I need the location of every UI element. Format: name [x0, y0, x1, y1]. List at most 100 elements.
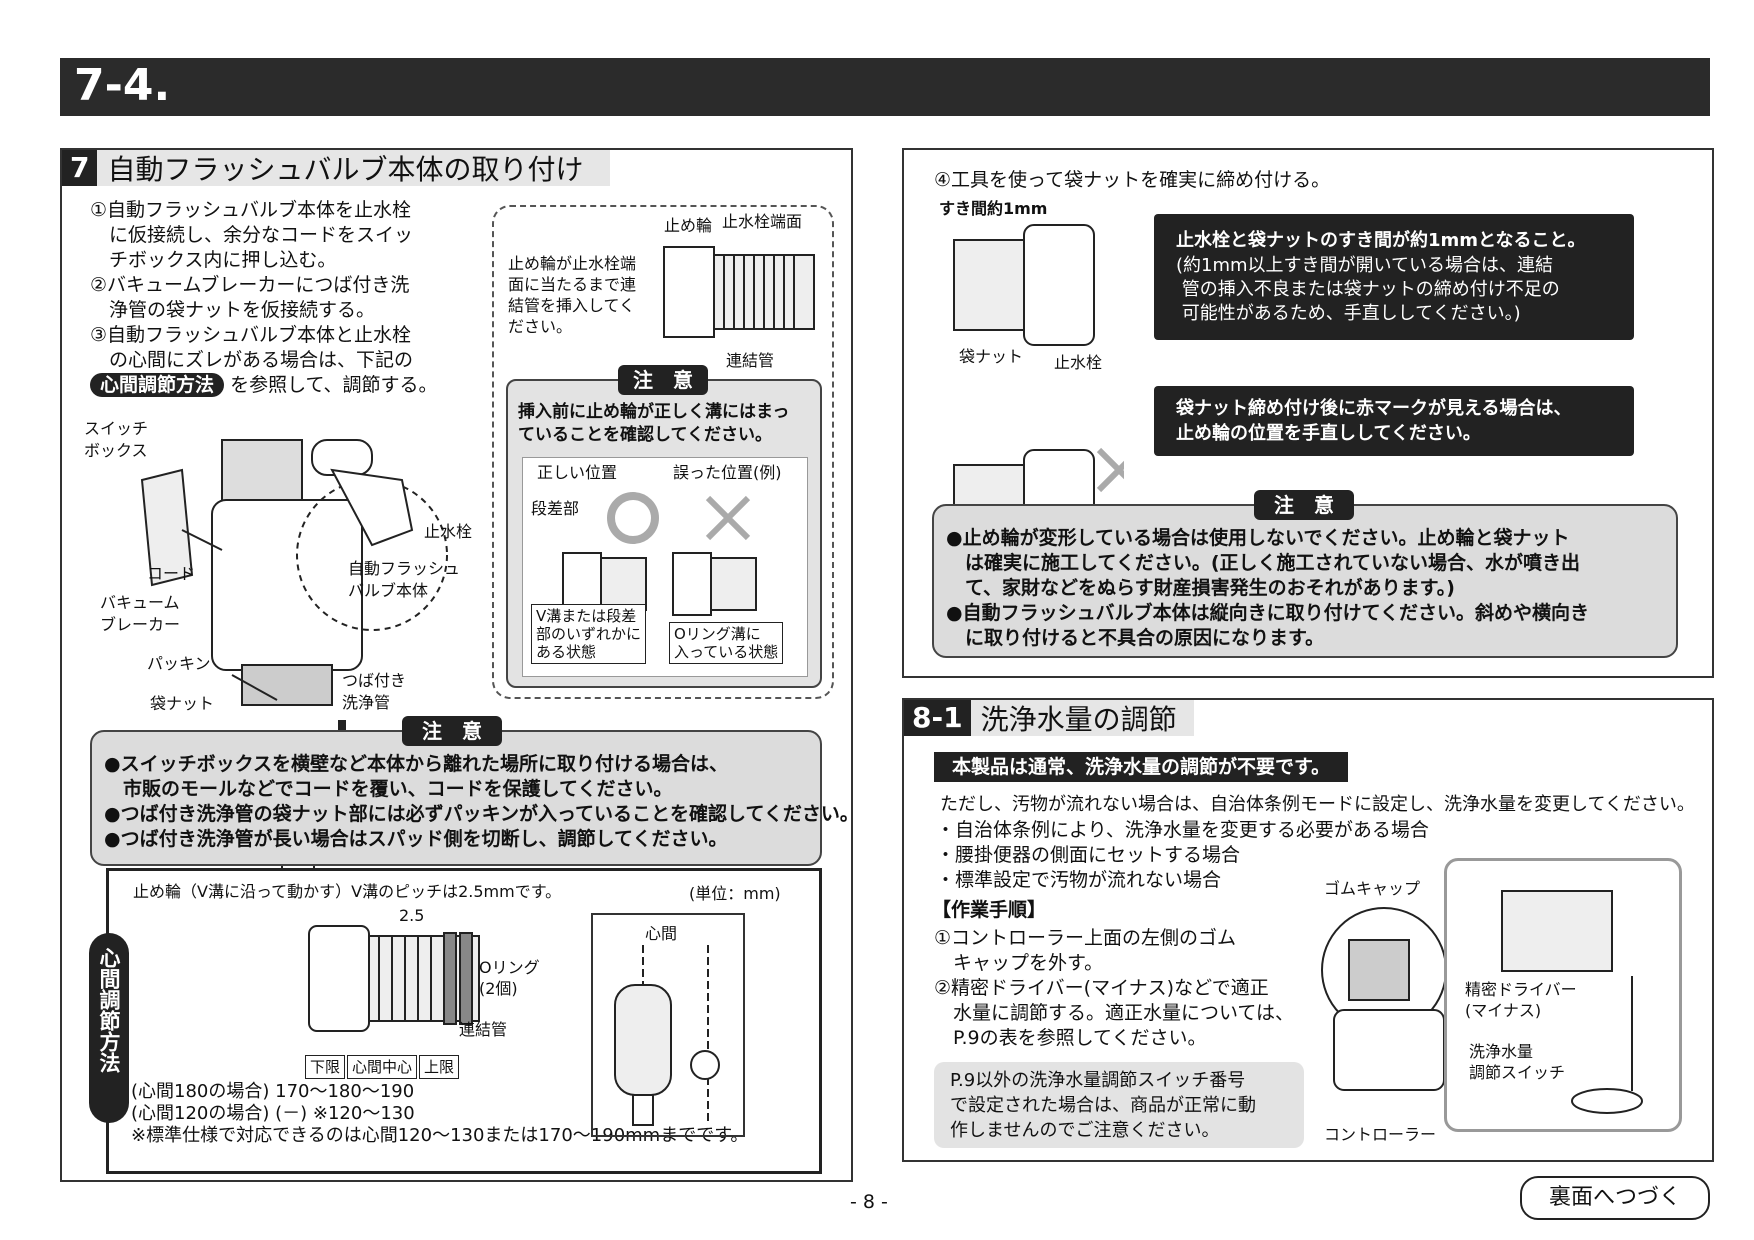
center-label: 心間中心: [347, 1055, 418, 1079]
step-line: ①自動フラッシュバルブ本体を止水栓: [90, 199, 412, 221]
section-7-title: 7 自動フラッシュバルブ本体の取り付け: [62, 150, 610, 186]
row-120: (心間120の場合) (－) ※120～130: [131, 1103, 415, 1124]
pitch-label: 2.5: [399, 906, 425, 925]
no-adjust-banner: 本製品は通常、洗浄水量の調節が不要です。: [934, 752, 1349, 782]
step-line: 浄管の袋ナットを仮接続する。: [90, 299, 376, 321]
controller-label: コントローラー: [1324, 1125, 1437, 1144]
inset-pipe-illustration: [663, 246, 815, 338]
inset-caution: 注 意 挿入前に止め輪が正しく溝にはまっ ていることを確認してください。 正しい…: [506, 365, 822, 688]
caution-line: ●つば付き洗浄管が長い場合はスパッド側を切断し、調節してください。: [104, 828, 728, 850]
nut-illustration: [953, 224, 1124, 550]
procedure-step: ①コントローラー上面の左側のゴム: [934, 927, 1237, 949]
bag-nut-label-right: 袋ナット: [959, 347, 1024, 366]
adjust-footnote: ※標準仕様で対応できるのは心間120～130または170～190mmまでです。: [131, 1125, 749, 1146]
inset-detail: 止め輪が止水栓端 面に当たるまで連 結管を挿入してく ださい。 止め輪 止水栓端…: [492, 205, 834, 699]
caution-tag: 注 意: [402, 716, 502, 746]
red-mark-warning-text: 袋ナット締め付け後に赤マークが見える場合は、 止め輪の位置を手直ししてください。: [1176, 398, 1572, 444]
condition-item: ・自治体条例により、洗浄水量を変更する必要がある場合: [936, 819, 1429, 841]
connector-illustration: [308, 925, 480, 1032]
install-steps: ①自動フラッシュバルブ本体を止水栓 に仮接続し、余分なコードをスイッ チボックス…: [90, 198, 438, 398]
caution-line: ●自動フラッシュバルブ本体は縦向きに取り付けてください。斜めや横向き: [946, 602, 1590, 624]
unit-label: (単位：mm): [689, 884, 781, 903]
section-8-1-title: 8-1 洗浄水量の調節: [904, 700, 1194, 736]
correct-position-label: 正しい位置: [537, 463, 618, 482]
valve-end-label: 止水栓端面: [722, 212, 803, 231]
lower-limit-label: 下限: [305, 1055, 346, 1079]
shinkan-figure: 心間: [591, 913, 745, 1137]
switch-closeup-illustration: [1501, 890, 1643, 1114]
intro-text: ただし、汚物が流れない場合は、自治体条例モードに設定し、洗浄水量を変更してくださ…: [940, 794, 1695, 815]
caution-line: は確実に施工してください。(正しく施工されていない場合、水が噴き出: [946, 552, 1580, 574]
auto-valve-label: 自動フラッシュ バルブ本体: [348, 559, 461, 600]
gap-warning-body: (約1mm以上すき間が開いている場合は、連結 管の挿入不良または袋ナットの締め付…: [1176, 255, 1560, 324]
switch-warning-text: P.9以外の洗浄水量調節スイッチ番号 で設定された場合は、商品が正常に動 作しま…: [950, 1070, 1256, 1141]
caution-line: て、家財などをぬらす財産損害発生のおそれがあります。): [946, 577, 1455, 599]
vacuum-breaker-label: バキューム ブレーカー: [100, 593, 181, 634]
caution-line: ●止め輪が変形している場合は使用しないでください。止め輪と袋ナット: [946, 527, 1570, 549]
procedure-title: 【作業手順】: [932, 899, 1047, 921]
driver-label: 精密ドライバー (マイナス): [1465, 980, 1577, 1020]
step-line-3: 心間調節方法 を参照して、調節する。: [90, 373, 438, 398]
gap-warning-title: 止水栓と袋ナットのすき間が約1mmとなること。: [1176, 230, 1586, 251]
continue-badge: 裏面へつづく: [1520, 1176, 1710, 1220]
section-7-panel: 7 自動フラッシュバルブ本体の取り付け ①自動フラッシュバルブ本体を止水栓 に仮…: [60, 148, 859, 1182]
step-line: の心間にズレがある場合は、下記の: [90, 349, 414, 371]
stop-valve-label-right: 止水栓: [1054, 353, 1103, 372]
wrong-cross-icon: [705, 495, 751, 541]
controller-illustration: [1321, 907, 1447, 1091]
caution-line: ●つば付き洗浄管の袋ナット部には必ずパッキンが入っていることを確認してください。: [104, 803, 859, 825]
adjust-side-tab: 心間調節方法: [89, 933, 129, 1123]
section-8-1-heading: 洗浄水量の調節: [980, 703, 1177, 736]
rubber-cap-label: ゴムキャップ: [1324, 879, 1421, 898]
range-labels: 下限 心間中心 上限: [305, 1055, 460, 1079]
flange-pipe-label: つば付き 洗浄管: [342, 671, 407, 712]
switch-warning-note: P.9以外の洗浄水量調節スイッチ番号 で設定された場合は、商品が正常に動 作しま…: [934, 1062, 1304, 1148]
right-caution-lines: ●止め輪が変形している場合は使用しないでください。止め輪と袋ナット は確実に施工…: [946, 526, 1589, 651]
wrong-position-label: 誤った位置(例): [673, 463, 782, 482]
inset-caution-text: 挿入前に止め輪が正しく溝にはまっ ていることを確認してください。: [518, 402, 790, 445]
shinkan-illustration: [614, 945, 720, 1126]
step-line: チボックス内に押し込む。: [90, 249, 337, 271]
adjust-method-link[interactable]: 心間調節方法: [90, 373, 225, 397]
shinkan-label: 心間: [645, 924, 678, 943]
procedure-steps: ①コントローラー上面の左側のゴム キャップを外す。 ②精密ドライバー(マイナス)…: [934, 926, 1294, 1051]
caution-line: ●スイッチボックスを横壁など本体から離れた場所に取り付ける場合は、: [104, 753, 729, 775]
red-mark-warning-box: 袋ナット締め付け後に赤マークが見える場合は、 止め輪の位置を手直ししてください。: [1154, 386, 1634, 456]
header-bar: 7-4.: [60, 58, 1710, 116]
conditions-list: ・自治体条例により、洗浄水量を変更する必要がある場合 ・腰掛便器の側面にセットす…: [936, 818, 1429, 893]
wrong-note: Oリング溝に 入っている状態: [669, 622, 784, 664]
cross-icon: [1096, 447, 1124, 493]
section-7-number: 7: [62, 150, 98, 186]
code-label: コード: [147, 564, 196, 583]
procedure-step: 水量に調節する。適正水量については、: [934, 1002, 1295, 1024]
section-7-heading: 自動フラッシュバルブ本体の取り付け: [107, 153, 584, 186]
adjust-connect-pipe-label: 連結管: [459, 1020, 508, 1039]
section-8-1-panel: 8-1 洗浄水量の調節 本製品は通常、洗浄水量の調節が不要です。 ただし、汚物が…: [902, 698, 1714, 1162]
adjust-method-box: 心間調節方法 止め輪（V溝に沿って動かす）V溝のピッチは2.5mmです。 (単位…: [89, 868, 822, 1174]
oring-label: Oリング (2個): [479, 958, 540, 998]
right-caution-tag: 注 意: [1254, 490, 1354, 520]
inset-instruction: 止め輪が止水栓端 面に当たるまで連 結管を挿入してく ださい。: [508, 254, 637, 336]
adjust-side-tab-text: 心間調節方法: [97, 947, 121, 1073]
packing-label: パッキン: [147, 654, 211, 673]
upper-limit-label: 上限: [419, 1055, 460, 1079]
tighten-panel: ④工具を使って袋ナットを確実に締め付ける。 すき間約1mm 袋ナット 止水栓 止…: [902, 148, 1714, 678]
gap-label: すき間約1mm: [939, 199, 1048, 218]
step-line: ②バキュームブレーカーにつば付き洗: [90, 274, 410, 296]
stop-valve-label: 止水栓: [424, 522, 473, 541]
step-line: ③自動フラッシュバルブ本体と止水栓: [90, 324, 412, 346]
compare-illustration: [562, 492, 757, 616]
condition-item: ・標準設定で汚物が流れない場合: [936, 869, 1222, 891]
step-line: に仮接続し、余分なコードをスイッ: [90, 224, 414, 246]
correct-circle-icon: [607, 492, 659, 544]
switch-label: 洗浄水量 調節スイッチ: [1469, 1042, 1566, 1082]
caution-lines: ●スイッチボックスを横壁など本体から離れた場所に取り付ける場合は、 市販のモール…: [104, 752, 859, 852]
condition-item: ・腰掛便器の側面にセットする場合: [936, 844, 1241, 866]
caution-line: に取り付けると不具合の原因になります。: [946, 627, 1325, 649]
adjust-note-top: 止め輪（V溝に沿って動かす）V溝のピッチは2.5mmです。: [133, 882, 562, 901]
switch-closeup: 精密ドライバー (マイナス) 洗浄水量 調節スイッチ: [1444, 858, 1682, 1132]
section-number: 7-4.: [74, 60, 171, 111]
continue-text: 裏面へつづく: [1548, 1185, 1681, 1210]
inset-caution-tag: 注 意: [618, 365, 708, 395]
stop-ring-label: 止め輪: [664, 216, 713, 235]
